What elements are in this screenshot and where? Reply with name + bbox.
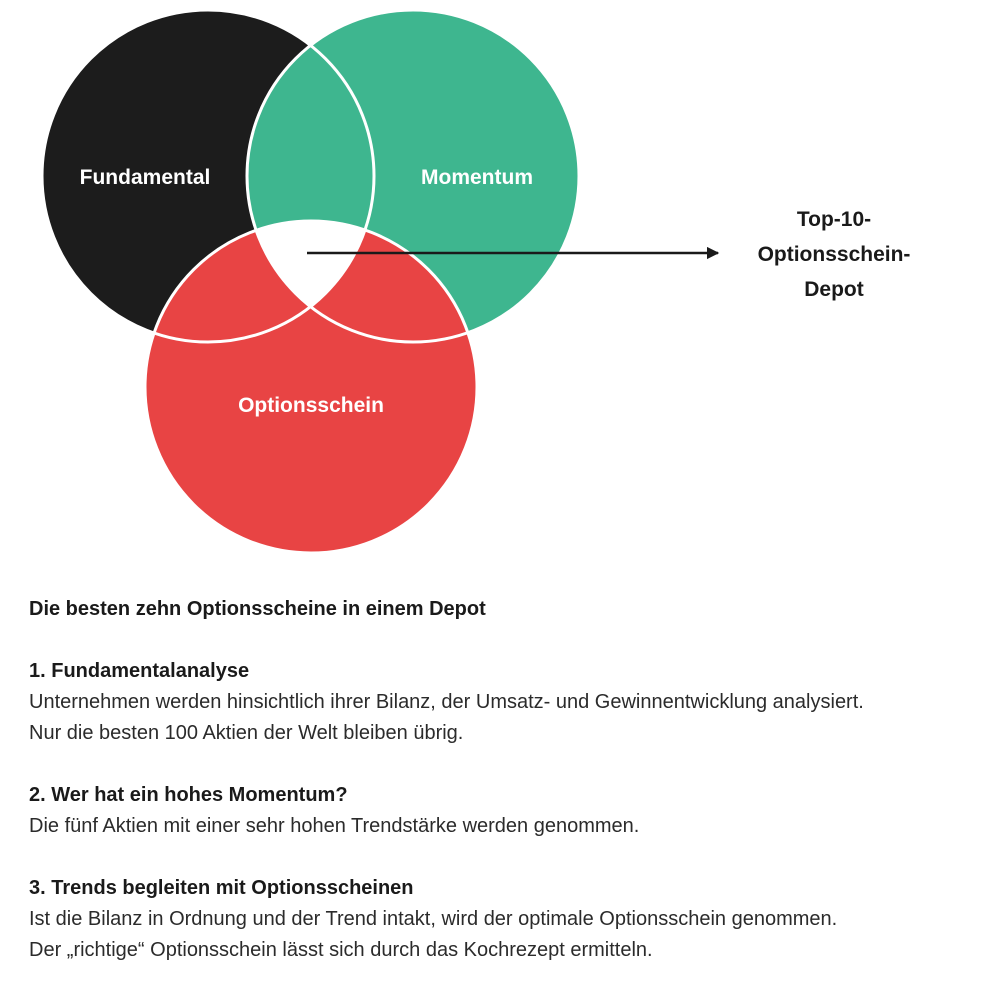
section-momentum: 2. Wer hat ein hohes Momentum? Die fünf … bbox=[29, 780, 994, 842]
label-fundamental: Fundamental bbox=[80, 166, 211, 189]
depot-label: Top-10- Optionsschein- Depot bbox=[724, 202, 944, 307]
section-heading: 3. Trends begleiten mit Optionsscheinen bbox=[29, 877, 414, 899]
section-fundamentalanalyse: 1. Fundamentalanalyse Unternehmen werden… bbox=[29, 656, 994, 749]
depot-label-line: Optionsschein- bbox=[757, 243, 911, 266]
section-text: Der „richtige“ Optionsschein lässt sich … bbox=[29, 939, 653, 961]
section-optionsscheine: 3. Trends begleiten mit Optionsscheinen … bbox=[29, 873, 994, 966]
depot-label-line: Top-10- bbox=[796, 208, 872, 231]
section-text: Unternehmen werden hinsichtlich ihrer Bi… bbox=[29, 691, 864, 713]
circle-optionsschein bbox=[145, 221, 477, 553]
section-text: Nur die besten 100 Aktien der Welt bleib… bbox=[29, 722, 464, 744]
circle-optionsschein-outline bbox=[143, 219, 479, 555]
label-momentum: Momentum bbox=[421, 166, 533, 189]
circle-momentum-outline bbox=[245, 8, 581, 344]
section-text: Die fünf Aktien mit einer sehr hohen Tre… bbox=[29, 815, 640, 837]
article-title: Die besten zehn Optionsscheine in einem … bbox=[29, 598, 486, 620]
circle-fundamental-outline bbox=[40, 8, 376, 344]
venn-diagram: Fundamental Momentum Optionsschein bbox=[40, 8, 720, 555]
depot-label-line: Depot bbox=[804, 278, 864, 301]
section-heading: 1. Fundamentalanalyse bbox=[29, 660, 250, 682]
label-optionsschein: Optionsschein bbox=[238, 394, 384, 417]
section-heading: 2. Wer hat ein hohes Momentum? bbox=[29, 784, 348, 806]
section-text: Ist die Bilanz in Ordnung und der Trend … bbox=[29, 908, 838, 930]
article: Die besten zehn Optionsscheine in einem … bbox=[29, 594, 994, 966]
